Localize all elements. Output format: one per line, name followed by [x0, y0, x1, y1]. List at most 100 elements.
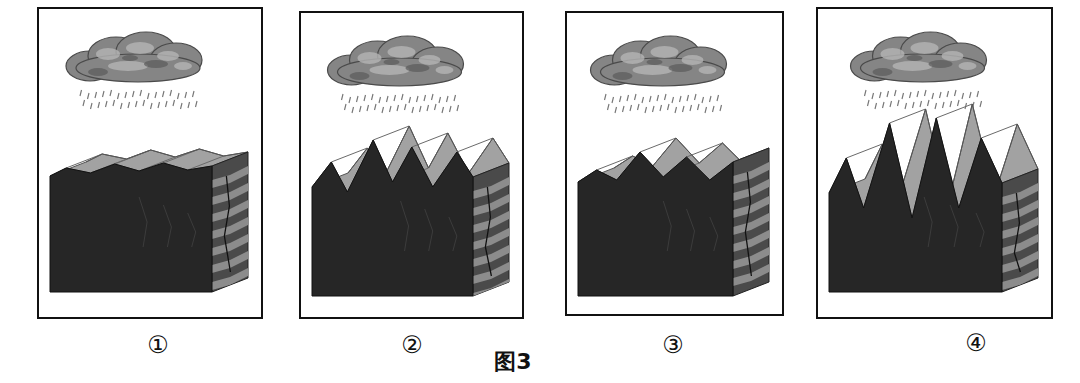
raindrop [83, 100, 85, 106]
raindrop [710, 96, 712, 102]
raindrop [925, 90, 927, 96]
panel-number: ② [401, 332, 423, 358]
raindrop [158, 102, 160, 108]
cloud-highlight [126, 42, 154, 54]
raindrop [349, 97, 351, 103]
cloud-shadow [384, 59, 400, 65]
cloud-highlight [370, 65, 410, 75]
rain-cloud [851, 32, 987, 82]
panel-frame [566, 12, 783, 315]
raindrop [397, 105, 399, 111]
crack [663, 201, 671, 251]
raindrop [690, 105, 692, 111]
raindrop [342, 94, 344, 100]
raindrop [962, 93, 964, 99]
raindrop [103, 91, 105, 97]
stratum-band [473, 245, 509, 267]
raindrop [875, 103, 877, 109]
raindrop [151, 103, 153, 109]
raindrop [872, 93, 874, 99]
raindrop [932, 93, 934, 99]
rain [605, 94, 722, 113]
raindrop [439, 97, 441, 103]
cloud-shadow [406, 64, 430, 72]
raindrop [390, 106, 392, 112]
raindrop [970, 92, 972, 98]
ridge-line [890, 109, 926, 123]
raindrop [143, 100, 145, 106]
cloud-shadow [929, 60, 953, 68]
raindrop [865, 90, 867, 96]
raindrop [188, 102, 190, 108]
raindrop [128, 102, 130, 108]
stratum-band [1002, 183, 1038, 205]
panel [566, 12, 783, 315]
rain-cloud [591, 36, 727, 86]
stratum-band [212, 183, 248, 205]
cloud-highlight [911, 42, 939, 54]
crack [710, 217, 718, 251]
cloud-shadow [613, 72, 633, 80]
raindrop [917, 91, 919, 97]
raindrop [928, 100, 930, 106]
raindrop [910, 92, 912, 98]
raindrop [702, 97, 704, 103]
raindrop [698, 104, 700, 110]
raindrop [412, 107, 414, 113]
cloud-highlight [388, 46, 416, 58]
stratum-band [212, 166, 248, 188]
cloud-highlight [881, 48, 905, 60]
stratum-band [473, 194, 509, 216]
raindrop [394, 95, 396, 101]
stratum-band [473, 228, 509, 250]
raindrop [635, 94, 637, 100]
raindrop [357, 96, 359, 102]
raindrop [883, 102, 885, 108]
stratum-band [733, 213, 769, 235]
ridge-line [936, 104, 972, 118]
raindrop [432, 94, 434, 100]
cloud-part [338, 58, 462, 86]
cloud-highlight [633, 65, 673, 75]
crack [950, 205, 958, 247]
stratum-band [212, 217, 248, 239]
stratum-band [1002, 200, 1038, 222]
raindrop [705, 107, 707, 113]
cloud-highlight [699, 66, 717, 74]
raindrop [913, 102, 915, 108]
crack [745, 172, 751, 276]
raindrop [364, 95, 366, 101]
raindrop [193, 91, 195, 97]
panel [38, 8, 262, 318]
cloud-shadow [907, 55, 923, 61]
crack [687, 209, 695, 251]
raindrop [196, 101, 198, 107]
stratum-band [212, 200, 248, 222]
raindrop [427, 105, 429, 111]
raindrop [110, 90, 112, 96]
raindrop [680, 96, 682, 102]
crack [139, 197, 147, 247]
raindrop [683, 106, 685, 112]
figure-caption: 图3 [494, 350, 531, 374]
ridge-line [86, 149, 248, 162]
raindrop [947, 91, 949, 97]
stratum-band [1002, 234, 1038, 256]
cloud-highlight [96, 48, 120, 60]
stratum-band [1002, 285, 1038, 307]
stratum-band [473, 211, 509, 233]
cloud-highlight [436, 66, 454, 74]
panel-number: ① [147, 332, 169, 358]
raindrop [133, 91, 135, 97]
panel [817, 8, 1052, 318]
raindrop [887, 91, 889, 97]
raindrop [615, 107, 617, 113]
raindrop [442, 107, 444, 113]
raindrop [687, 95, 689, 101]
cloud-shadow [669, 64, 693, 72]
raindrop [98, 102, 100, 108]
rain [865, 90, 982, 109]
raindrop [630, 105, 632, 111]
raindrop [898, 100, 900, 106]
